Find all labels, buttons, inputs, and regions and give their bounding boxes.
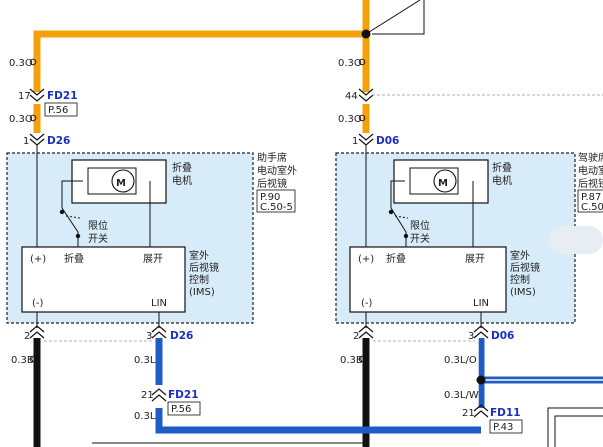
left-pin-unfold: 展开 bbox=[143, 253, 163, 265]
right-lin-conn: FD11 bbox=[490, 407, 521, 419]
right-pin-unfold: 展开 bbox=[465, 253, 485, 265]
right-lin-size-a: 0.3L/O bbox=[444, 355, 477, 366]
splice-point-lin bbox=[476, 375, 486, 385]
right-unit-label3: 控制 bbox=[510, 273, 530, 286]
left-location-line3: 后视镜 bbox=[257, 177, 287, 190]
right-pin-minus: (-) bbox=[361, 298, 373, 309]
right-pin-lin: LIN bbox=[473, 298, 489, 309]
left-motor-icon bbox=[111, 169, 135, 193]
left-ims-unit-box bbox=[21, 246, 186, 313]
left-lin-conn: FD21 bbox=[168, 389, 199, 401]
right-lin-size-b: 0.3L/W bbox=[444, 390, 479, 401]
right-wire-size-b: 0.3O bbox=[338, 114, 362, 125]
left-bottom-pin-lin: 3 bbox=[146, 331, 152, 342]
right-motor-icon bbox=[433, 169, 457, 193]
left-unit-label2: 后视镜 bbox=[189, 261, 219, 274]
left-bottom-pin-gnd: 2 bbox=[24, 331, 30, 342]
left-gnd-size: 0.3B bbox=[11, 355, 34, 366]
left-motor-label2: 电机 bbox=[172, 174, 192, 187]
right-bottom-conn: D06 bbox=[491, 330, 514, 342]
right-gnd-size: 0.3B bbox=[340, 355, 363, 366]
left-location-line1: 助手席 bbox=[257, 151, 287, 164]
left-lin-wire-lower bbox=[155, 408, 481, 434]
left-wire-size-a: 0.3O bbox=[9, 58, 33, 69]
left-pin-lin: LIN bbox=[151, 298, 167, 309]
right-motor-label2: 电机 bbox=[492, 174, 512, 187]
right-location-line1: 驾驶席 bbox=[578, 151, 603, 164]
left-pin-a: 17 bbox=[18, 91, 31, 102]
right-switch-label1: 限位 bbox=[410, 219, 430, 232]
right-conn-b: D06 bbox=[376, 135, 399, 147]
right-ref-code: C.50 bbox=[581, 202, 603, 213]
right-pin-plus: (+) bbox=[358, 254, 374, 265]
right-unit-label4: (IMS) bbox=[510, 287, 536, 298]
left-lin-size-b: 0.3L bbox=[134, 411, 156, 422]
right-ims-unit-box bbox=[349, 246, 507, 313]
left-switch-label1: 限位 bbox=[88, 219, 108, 232]
left-unit-label4: (IMS) bbox=[189, 287, 215, 298]
left-wire-size-b: 0.3O bbox=[9, 114, 33, 125]
signal-wire-top-right bbox=[365, 0, 425, 35]
right-switch-label2: 开关 bbox=[410, 232, 430, 245]
svg-text:M: M bbox=[116, 178, 126, 189]
right-lin-page: P.43 bbox=[493, 422, 513, 433]
right-unit-label1: 室外 bbox=[510, 249, 530, 262]
right-location-line3: 后视镜 bbox=[578, 177, 603, 190]
left-pin-fold: 折叠 bbox=[64, 252, 84, 265]
splice-point-top bbox=[361, 29, 371, 39]
left-lin-page: P.56 bbox=[171, 404, 191, 415]
left-switch-label2: 开关 bbox=[88, 232, 108, 245]
right-bottom-pin-gnd: 2 bbox=[353, 331, 359, 342]
right-ref-page: P.87 bbox=[581, 192, 601, 203]
left-lin-size-a: 0.3L bbox=[134, 355, 156, 366]
left-pin-b: 1 bbox=[23, 136, 29, 147]
right-pin-a: 44 bbox=[345, 91, 358, 102]
connector-chevrons-bottom bbox=[29, 325, 489, 418]
right-location-line2: 电动室外 bbox=[578, 164, 603, 177]
left-bottom-conn: D26 bbox=[170, 330, 193, 342]
right-pin-fold: 折叠 bbox=[386, 252, 406, 265]
left-page-a: P.56 bbox=[48, 105, 68, 116]
left-ref-code: C.50-5 bbox=[260, 202, 293, 213]
left-motor-label1: 折叠 bbox=[172, 161, 192, 174]
left-conn-a: FD21 bbox=[47, 90, 78, 102]
left-lin-pin: 21 bbox=[141, 390, 154, 401]
left-unit-label3: 控制 bbox=[189, 273, 209, 286]
orange-wire-main bbox=[33, 0, 370, 92]
right-lin-pin: 21 bbox=[462, 408, 475, 419]
right-unit-label2: 后视镜 bbox=[510, 261, 540, 274]
left-location-line2: 电动室外 bbox=[257, 164, 297, 177]
left-pin-plus: (+) bbox=[30, 254, 46, 265]
left-pin-minus: (-) bbox=[32, 298, 44, 309]
svg-text:M: M bbox=[438, 178, 448, 189]
connector-chevrons-top bbox=[29, 88, 374, 146]
left-conn-b: D26 bbox=[47, 135, 70, 147]
right-wire-size-a: 0.3O bbox=[338, 58, 362, 69]
right-motor-label1: 折叠 bbox=[492, 161, 512, 174]
left-unit-label1: 室外 bbox=[189, 249, 209, 262]
right-pin-b: 1 bbox=[352, 136, 358, 147]
right-bottom-pin-lin: 3 bbox=[468, 331, 474, 342]
left-ref-page: P.90 bbox=[260, 192, 280, 203]
